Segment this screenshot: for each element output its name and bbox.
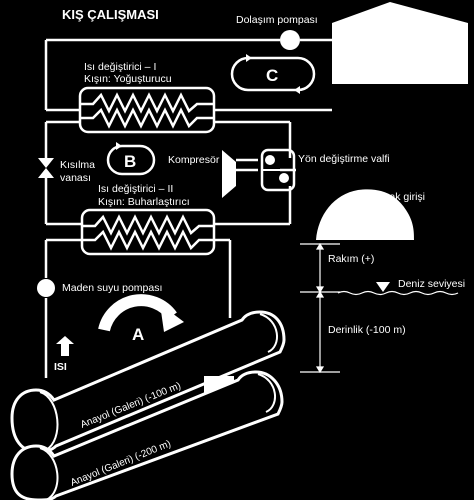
loop-b-label: B xyxy=(124,152,136,171)
compressor-label: Kompresör xyxy=(168,154,220,166)
expansion-valve-label-1: Kısılma xyxy=(60,159,95,171)
mine-entrance-label: Ocak girişi xyxy=(376,191,425,203)
sea-level-label: Deniz seviyesi xyxy=(398,278,465,290)
compressor-icon xyxy=(222,150,258,198)
hx1-title: Isı değiştirici – I xyxy=(84,61,156,73)
heat-exchanger-2 xyxy=(80,208,216,256)
loop-a-label: A xyxy=(132,325,144,344)
house-icon xyxy=(332,2,468,84)
reversing-valve-label: Yön değiştirme valfi xyxy=(298,153,390,165)
hx1-subtitle: Kışın: Yoğuşturucu xyxy=(84,73,172,85)
diagram-title: KIŞ ÇALIŞMASI xyxy=(62,7,159,22)
depth-label: Derinlik (-100 m) xyxy=(328,324,406,336)
heat-arrow-icon xyxy=(56,336,74,356)
sea-level-marker-icon xyxy=(337,282,459,296)
elevation-scale xyxy=(300,242,340,374)
hx2-subtitle: Kışın: Buharlaştırıcı xyxy=(98,196,190,208)
mine-entrance-icon xyxy=(316,189,414,240)
hx2-title: Isı değiştirici – II xyxy=(98,183,173,195)
reversing-valve-icon xyxy=(260,148,296,192)
loop-c-piping xyxy=(44,38,332,112)
heat-label: ISI xyxy=(54,361,67,373)
mine-water-pump-icon xyxy=(37,279,55,297)
loop-a-piping xyxy=(44,238,232,378)
heat-exchanger-1 xyxy=(78,86,216,134)
altitude-label: Rakım (+) xyxy=(328,253,374,265)
circulation-pump-label: Dolaşım pompası xyxy=(236,14,318,26)
loop-c-indicator xyxy=(230,54,316,94)
loop-b-indicator xyxy=(106,142,156,176)
loop-a-arrow-icon xyxy=(98,294,184,332)
mine-water-pump-label: Maden suyu pompası xyxy=(62,282,162,294)
expansion-valve-label-2: vanası xyxy=(60,172,91,184)
loop-c-label: C xyxy=(266,66,278,85)
loop-b-piping xyxy=(44,120,296,226)
circulation-pump-icon xyxy=(280,30,300,50)
expansion-valve-icon xyxy=(38,158,54,178)
